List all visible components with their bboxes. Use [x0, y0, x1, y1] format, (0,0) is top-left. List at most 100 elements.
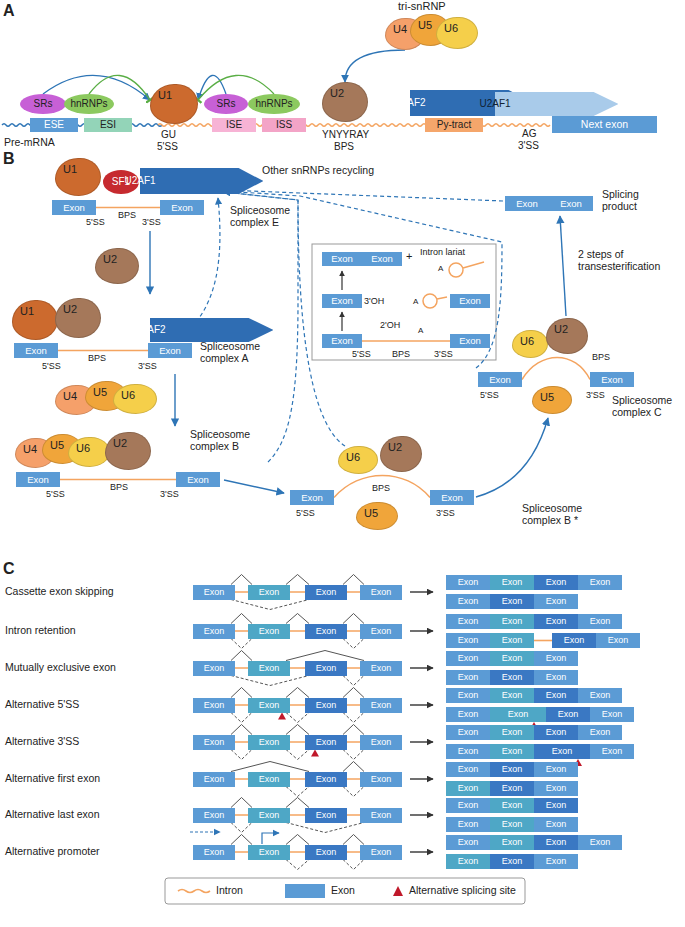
connector — [231, 651, 252, 661]
node-text: Exon — [546, 691, 567, 700]
node-text: U2AF2 — [134, 325, 165, 335]
exon-box: Exon — [193, 808, 235, 823]
exon-box: Exon — [305, 845, 347, 860]
node-text: Exon — [590, 617, 611, 626]
text-label: tri-snRNP — [398, 0, 446, 13]
connector — [231, 762, 309, 772]
exon-box: Exon — [490, 762, 534, 777]
node-text: Exon — [371, 701, 392, 710]
connector — [231, 750, 252, 760]
mechanism-inset — [312, 244, 496, 360]
text-label: Alternative 5'SS — [5, 698, 79, 710]
exon-box: Exon — [446, 707, 490, 722]
node-text: U2 — [330, 88, 344, 99]
exon-box: Exon — [360, 585, 402, 600]
node-text: Exon — [371, 627, 392, 636]
node-text: Exon — [458, 801, 479, 810]
node-text: Exon — [590, 691, 611, 700]
exon-box: Exon — [148, 343, 192, 358]
exon-box: Exon — [360, 808, 402, 823]
node-text: Exon — [502, 617, 523, 626]
text-label: + — [406, 250, 412, 263]
legend-frame — [165, 878, 525, 904]
connector — [343, 713, 364, 723]
exon-box: Exon — [534, 670, 578, 685]
exon-box: Exon — [193, 698, 235, 713]
exon-box: Exon — [534, 798, 578, 813]
snrnp-blob: U2 — [380, 436, 422, 472]
exon-box: Exon — [52, 200, 96, 215]
node-text: Exon — [502, 691, 523, 700]
node-text: Exon — [546, 801, 567, 810]
exon-box: Exon — [360, 624, 402, 639]
step-arrow — [341, 312, 342, 331]
exon-box: Exon — [360, 661, 402, 676]
panel-letter: A — [3, 2, 15, 20]
node-text: Exon — [458, 747, 479, 756]
promoter-arrow — [190, 831, 220, 832]
exon-box: Exon — [290, 490, 334, 505]
splice-site-marker — [311, 750, 319, 757]
exon-box: Exon — [322, 334, 362, 348]
node-text: ESI — [100, 120, 116, 130]
node-text: Exon — [458, 654, 479, 663]
text-label: BPS — [118, 210, 136, 220]
node-text: U1 — [20, 306, 34, 317]
node-text: Exon — [331, 254, 353, 264]
node-text: Exon — [546, 597, 567, 606]
exon-box: Exon — [305, 661, 347, 676]
node-text: hnRNPs — [70, 99, 107, 109]
connector — [343, 787, 364, 797]
exon-box: Exon — [322, 294, 362, 308]
snrnp-blob: U2 — [55, 298, 101, 338]
exon-box: Exon — [248, 735, 290, 750]
cycle-arrow — [476, 418, 548, 497]
node-text: Exon — [546, 820, 567, 829]
text-label: 3'SS — [434, 349, 453, 359]
text-label: BPS — [392, 349, 410, 359]
connector — [286, 713, 309, 723]
exon-box: Exon — [305, 808, 347, 823]
node-text: Exon — [316, 848, 337, 857]
exon-box: Exon — [578, 835, 622, 850]
exon-box: Exon — [360, 735, 402, 750]
result-arrow — [410, 667, 433, 668]
node-text: Exon — [171, 203, 193, 213]
text-label: BPS — [334, 141, 354, 153]
exon-box: Exon — [490, 817, 534, 832]
splice-site-marker — [278, 713, 286, 720]
node-text: Exon — [204, 664, 225, 673]
node-text: Exon — [458, 578, 479, 587]
node-text: Exon — [502, 784, 523, 793]
node-text: Exon — [301, 493, 323, 503]
node-text: Exon — [371, 254, 393, 264]
pentagon-outline — [140, 168, 263, 194]
cycle-arrows — [150, 216, 566, 497]
snrnp-blob: U2 — [95, 248, 139, 284]
exon-box: Exon — [305, 585, 347, 600]
node-text: Exon — [371, 811, 392, 820]
node-text: Exon — [316, 811, 337, 820]
exon-box: Exon — [446, 594, 490, 609]
node-text: Exon — [458, 838, 479, 847]
exon-box: Exon — [305, 735, 347, 750]
snrnp-blob: U6 — [338, 446, 378, 474]
connector — [231, 639, 252, 649]
connector — [231, 725, 252, 735]
exon-box: Exon — [360, 845, 402, 860]
node-text: Exon — [259, 627, 280, 636]
exon-box: Exon — [248, 845, 290, 860]
text-label: BPS — [110, 482, 128, 492]
node-text: Exon — [371, 848, 392, 857]
node-text: ESE — [44, 120, 64, 130]
exon-box: Exon — [450, 334, 490, 348]
node-text: U1 — [63, 164, 77, 175]
pre-mrna-line — [2, 124, 162, 127]
node-text: Exon — [441, 493, 463, 503]
node-text: Exon — [516, 199, 538, 209]
text-label: A — [438, 264, 443, 273]
exon-box: Exon — [490, 744, 534, 759]
exon-box: Exon — [446, 688, 490, 703]
promoter-arrow — [262, 833, 279, 844]
connector — [231, 823, 252, 833]
